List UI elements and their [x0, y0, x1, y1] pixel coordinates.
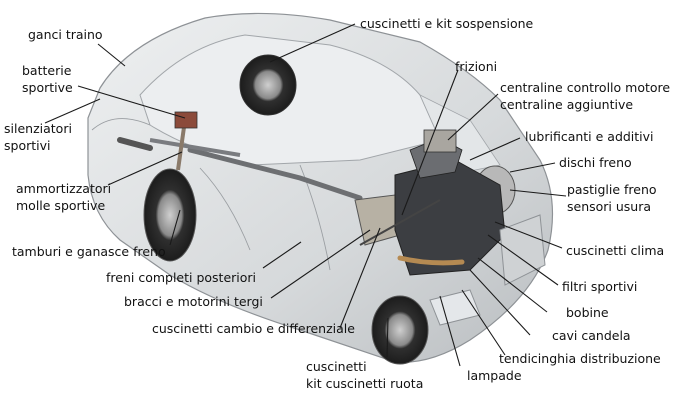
leader-lampade	[439, 295, 461, 367]
drive-shaft	[187, 147, 363, 201]
label-ammortizzatori-line1: ammortizzatori	[16, 181, 112, 196]
exhaust	[117, 137, 153, 151]
label-freni-posteriori: freni completi posteriori	[106, 270, 257, 285]
leader-frizioni	[401, 69, 459, 216]
label-pastiglie-line2: sensori usura	[567, 199, 652, 214]
label-pastiglie-freno: pastiglie freno sensori usura	[567, 181, 657, 215]
label-bobine: bobine	[566, 305, 609, 320]
label-cuscinetti-sospensione: cuscinetti e kit sospensione	[360, 16, 534, 31]
leader-ganci-traino	[97, 43, 126, 67]
label-silenziatori-sportivi: silenziatori sportivi	[4, 120, 72, 154]
leader-sospensione	[269, 23, 356, 63]
door-seam	[199, 167, 251, 251]
engine-block	[394, 159, 506, 276]
battery	[174, 111, 198, 129]
label-silenziatori-line1: silenziatori	[4, 121, 72, 136]
label-cuscinetti-ruota-line1: cuscinetti	[306, 359, 367, 374]
label-centraline-line2: centraline aggiuntive	[500, 97, 634, 112]
leader-centraline	[447, 93, 499, 141]
leader-silenziatori	[44, 98, 101, 124]
leader-lines	[44, 23, 567, 367]
front-wheel	[371, 295, 429, 365]
label-cuscinetti-cambio: cuscinetti cambio e differenziale	[152, 321, 355, 336]
leader-filtri	[487, 234, 559, 286]
leader-cuscinetti-ruota	[386, 317, 389, 358]
rear-wheel	[143, 168, 197, 262]
leader-dischi	[509, 162, 556, 173]
wiper	[359, 199, 441, 246]
spare-tire	[239, 54, 297, 116]
label-centraline-line1: centraline controllo motore	[500, 80, 671, 95]
leader-cambio	[339, 227, 381, 329]
label-batterie-sportive: batterie sportive	[22, 62, 73, 96]
leader-batterie	[77, 85, 186, 119]
leader-freni-posteriori	[262, 241, 302, 269]
label-cavi-candela: cavi candela	[552, 328, 631, 343]
label-pastiglie-line1: pastiglie freno	[567, 182, 657, 197]
leader-cavi-candela	[469, 269, 531, 336]
label-cuscinetti-ruota-line2: kit cuscinetti ruota	[306, 376, 424, 391]
label-lampade: lampade	[467, 368, 522, 383]
label-cuscinetti-clima: cuscinetti clima	[566, 243, 665, 258]
label-ammortizzatori-line2: molle sportive	[16, 198, 106, 213]
label-frizioni: frizioni	[455, 59, 498, 74]
label-dischi-freno: dischi freno	[559, 155, 632, 170]
ignition-leads	[397, 255, 465, 266]
label-cuscinetti-ruota: cuscinetti kit cuscinetti ruota	[306, 358, 423, 392]
label-lubrificanti: lubrificanti e additivi	[525, 129, 654, 144]
label-bracci-tergi: bracci e motorini tergi	[124, 294, 263, 309]
label-ammortizzatori: ammortizzatori molle sportive	[16, 180, 111, 214]
label-ganci-traino: ganci traino	[28, 27, 103, 42]
trunk-line	[91, 118, 151, 131]
ecu	[423, 129, 457, 153]
label-tamburi-ganasce: tamburi e ganasce freno	[12, 244, 166, 259]
leader-tamburi	[169, 209, 181, 246]
leader-bracci-tergi	[270, 229, 371, 299]
label-batterie-line2: sportive	[22, 80, 73, 95]
label-centraline: centraline controllo motore centraline a…	[500, 79, 670, 113]
leader-pastiglie	[509, 189, 567, 197]
leader-lubrificanti	[469, 137, 521, 161]
rear-axle	[149, 138, 241, 157]
leader-ammortizzatori	[107, 151, 183, 186]
leader-tendicinghia	[461, 289, 506, 356]
leader-cuscinetti-clima	[494, 221, 563, 249]
label-batterie-line1: batterie	[22, 63, 72, 78]
leader-bobine	[477, 257, 548, 313]
label-tendicinghia: tendicinghia distribuzione	[499, 351, 661, 366]
label-silenziatori-line2: sportivi	[4, 138, 51, 153]
label-filtri-sportivi: filtri sportivi	[562, 279, 638, 294]
